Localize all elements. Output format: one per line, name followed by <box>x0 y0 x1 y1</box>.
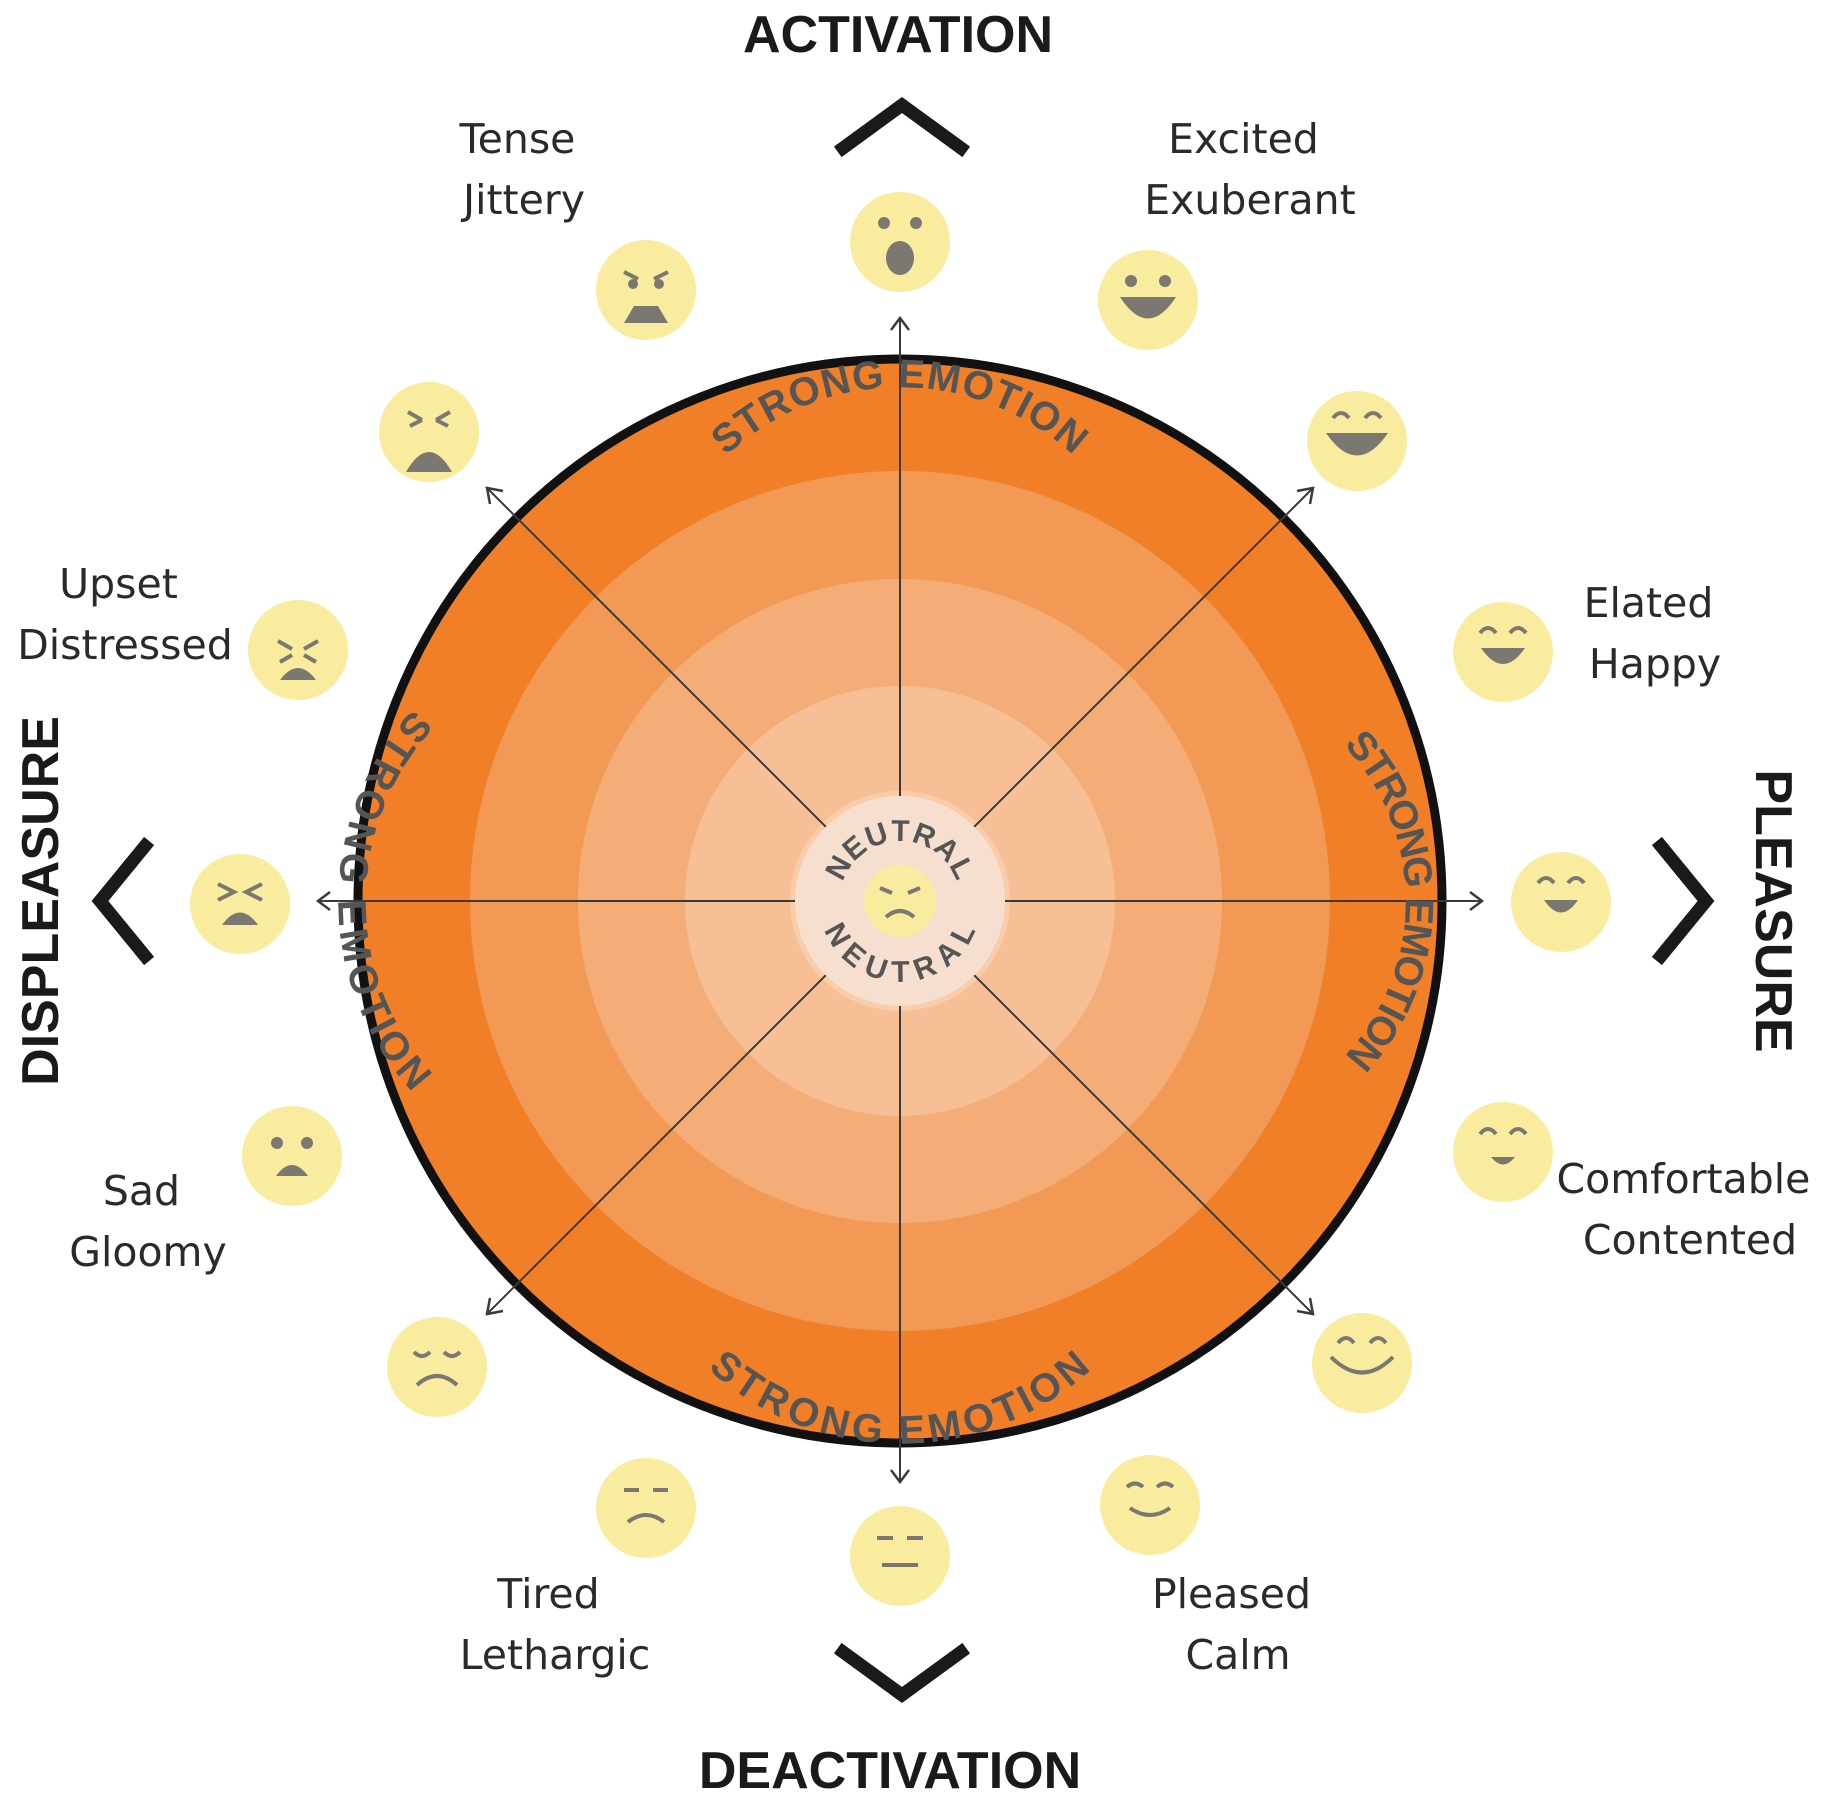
axis-chevrons <box>91 96 1715 1704</box>
frustrated-face-icon <box>190 854 290 954</box>
expressionless-face-icon <box>850 1506 950 1606</box>
emotion-label-tired: Tired Lethargic <box>460 1570 651 1679</box>
emotion-label-upset: Upset Distressed <box>17 560 233 669</box>
surprised-face-icon <box>850 192 950 292</box>
axis-title-displeasure: DISPLEASURE <box>12 716 70 1086</box>
excited-face-icon <box>1098 250 1198 350</box>
emotion-label-sad: Sad Gloomy <box>69 1167 227 1276</box>
up-chevron-icon <box>833 96 971 158</box>
sad-face-icon <box>242 1106 342 1206</box>
upset-face-icon <box>248 600 348 700</box>
tired-face-icon <box>596 1458 696 1558</box>
elated-face-icon <box>1453 602 1553 702</box>
line-arrowheads <box>315 315 1485 1485</box>
comfortable-face-icon <box>1453 1102 1553 1202</box>
emotion-label-pleased: Pleased Calm <box>1152 1570 1324 1679</box>
laughing-face-icon <box>1307 391 1407 491</box>
emotion-label-elated: Elated Happy <box>1584 579 1727 688</box>
pleased-face-icon <box>1100 1455 1200 1555</box>
emotion-label-comfortable: Comfortable Contented <box>1557 1155 1824 1264</box>
left-chevron-icon <box>91 836 155 966</box>
sleepy-face-icon <box>387 1317 487 1417</box>
emotion-label-tense: Tense Jittery <box>459 115 589 224</box>
down-chevron-icon <box>833 1642 971 1704</box>
emotion-label-excited: Excited Exuberant <box>1144 115 1355 224</box>
tense-face-icon <box>596 240 696 340</box>
content-face-icon <box>1312 1313 1412 1413</box>
right-chevron-icon <box>1651 836 1715 966</box>
axis-title-deactivation: DEACTIVATION <box>699 1742 1081 1800</box>
axis-title-pleasure: PLEASURE <box>1744 769 1802 1052</box>
neutral-face-icon <box>864 865 936 937</box>
smiling-face-icon <box>1511 852 1611 952</box>
axis-title-activation: ACTIVATION <box>743 6 1053 64</box>
face-icons <box>190 192 1611 1606</box>
angry-face-icon <box>379 382 479 482</box>
